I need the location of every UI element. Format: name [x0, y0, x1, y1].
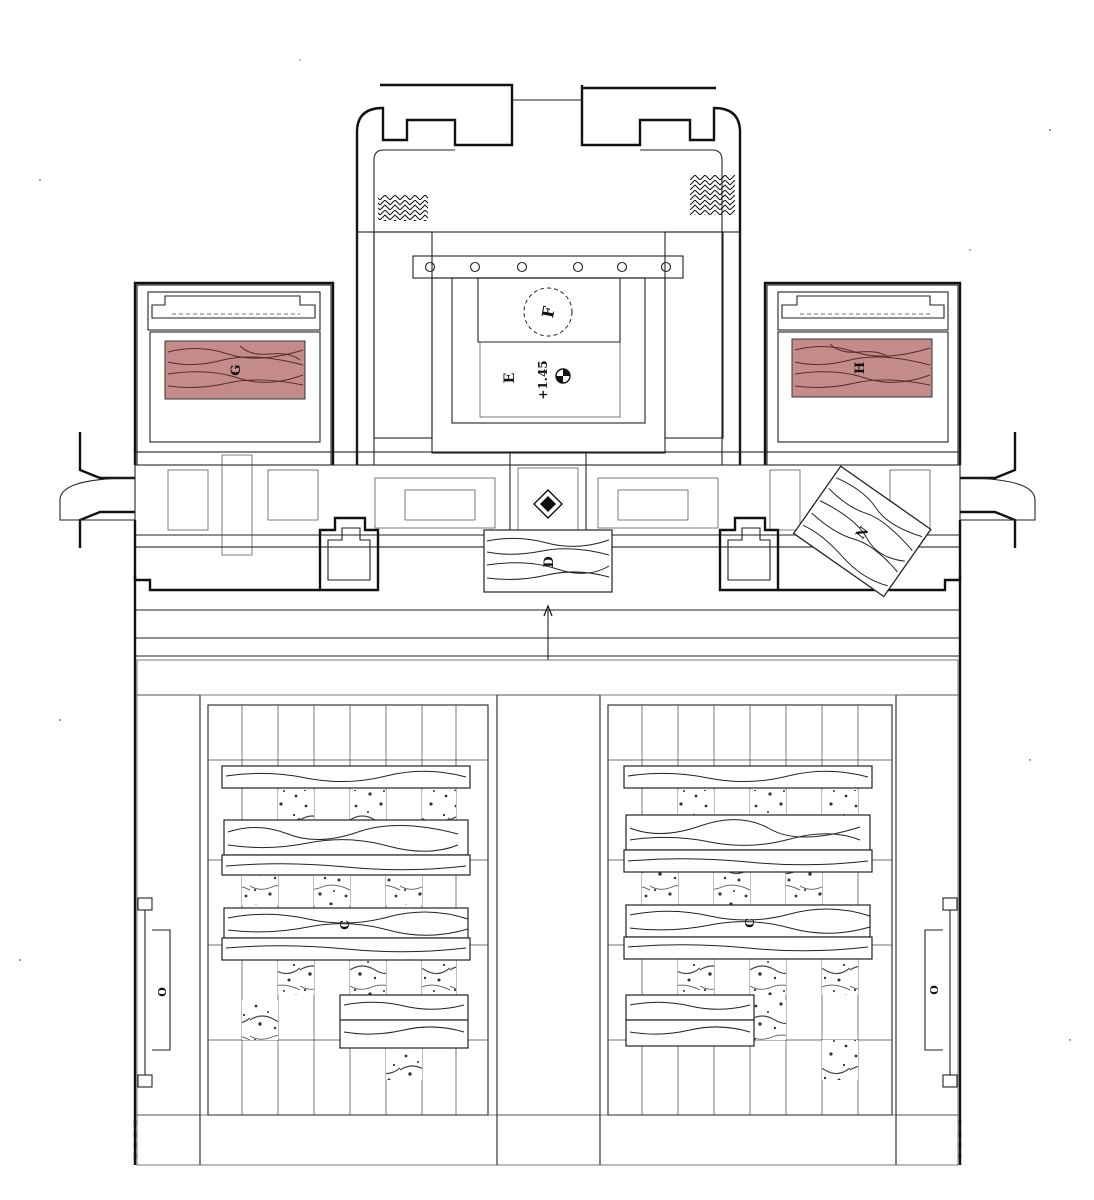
label-H: H — [853, 362, 868, 374]
hall-threshold — [133, 575, 962, 1165]
rail-bar — [412, 255, 684, 279]
marble-slab-N: N — [792, 465, 932, 598]
marble-slab-D: D — [483, 529, 613, 593]
wall-element-O-left: O — [137, 897, 171, 1088]
label-D: D — [542, 556, 557, 567]
label-C-right: C — [743, 918, 757, 928]
stepped-pier-left — [318, 516, 380, 592]
benches-left: C — [221, 765, 471, 1049]
diamond-ornament-icon — [533, 489, 563, 519]
label-O-right: O — [928, 985, 941, 995]
left-wing: G — [133, 281, 335, 466]
central-marble-strip — [496, 694, 601, 1116]
label-E: E — [502, 373, 518, 384]
paper-specks — [19, 59, 1071, 1041]
right-side-door — [959, 432, 1036, 548]
direction-arrow-icon — [543, 604, 553, 617]
right-wing: H — [763, 281, 962, 466]
label-C-left: C — [338, 920, 352, 930]
herringbone-tile-right — [690, 175, 735, 215]
wall-element-O-right: O — [924, 897, 958, 1088]
marble-slab-G: G — [164, 340, 306, 400]
marble-slab-H: H — [791, 338, 933, 398]
label-F: F — [538, 304, 559, 319]
label-O-left: O — [156, 987, 169, 997]
benches-right: C — [623, 765, 873, 1047]
level-datum-icon — [555, 368, 571, 384]
left-side-door — [59, 432, 136, 548]
label-G: G — [229, 364, 244, 375]
herringbone-tile-left — [378, 195, 428, 221]
elevation-label: +1.45 — [536, 360, 550, 399]
central-pavilion: F E +1.45 — [355, 83, 742, 466]
stepped-pier-right — [718, 516, 780, 592]
